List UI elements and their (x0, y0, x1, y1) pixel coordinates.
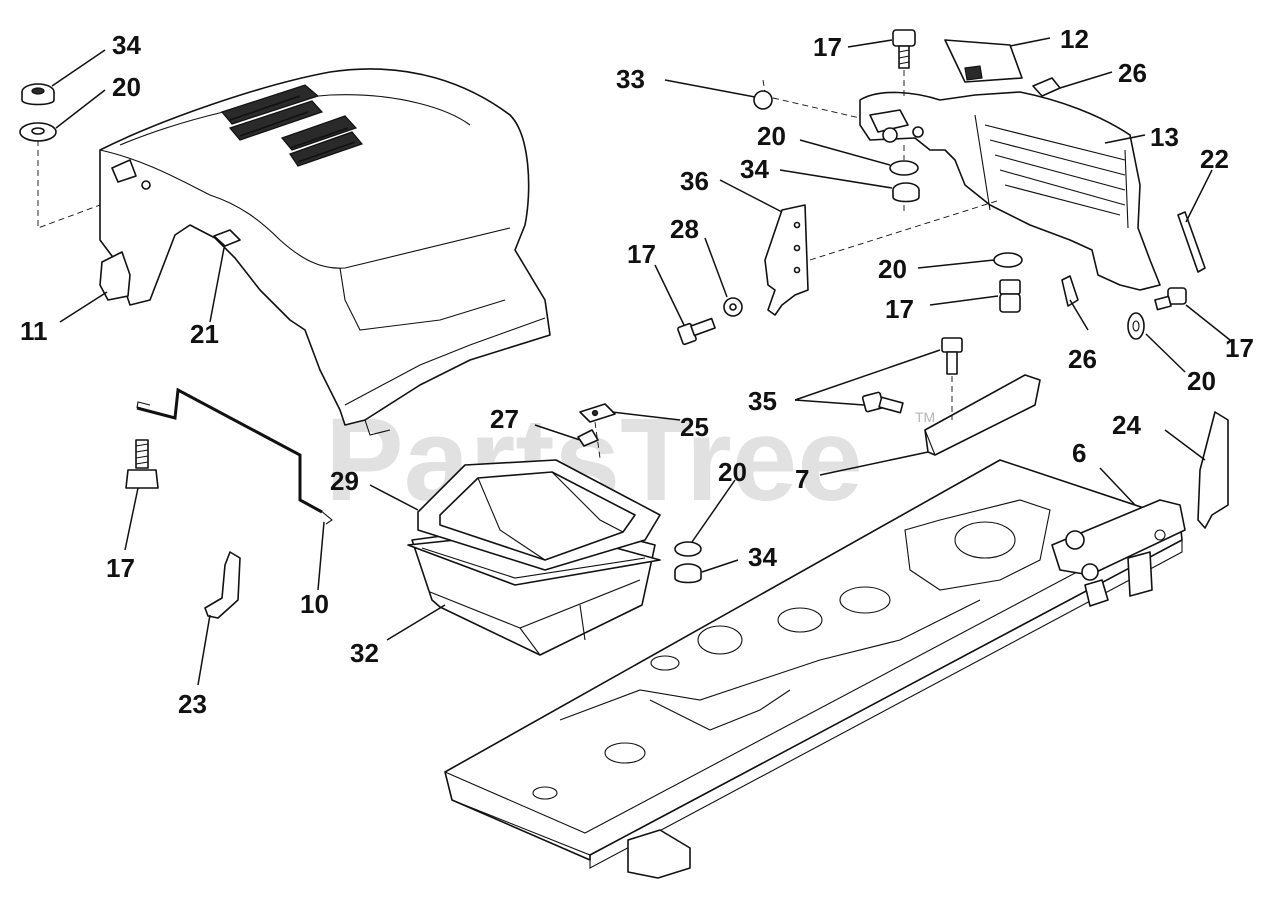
wing-nut (577, 429, 599, 447)
callout-26: 26 (1118, 58, 1147, 88)
hood-vent-grille (220, 84, 364, 167)
hex-bolt (941, 337, 963, 375)
main-frame (444, 459, 1183, 879)
side-panel (1177, 211, 1206, 273)
hex-bolt (861, 391, 904, 414)
cover-plate (944, 39, 1023, 83)
callout-17: 17 (885, 294, 914, 324)
callout-17: 17 (106, 553, 135, 583)
star-washer (723, 297, 743, 317)
callout-7: 7 (795, 464, 809, 494)
callout-20: 20 (112, 72, 141, 102)
battery-frame (417, 459, 661, 571)
callout-36: 36 (680, 166, 709, 196)
strap-bracket (204, 551, 241, 619)
spring-clip (1032, 77, 1061, 97)
frame-bracket (1051, 499, 1186, 581)
dash-panel (859, 91, 1161, 291)
callout-27: 27 (490, 404, 519, 434)
callout-34: 34 (112, 30, 141, 60)
hex-bolt (677, 317, 716, 346)
callout-17: 17 (627, 239, 656, 269)
angle-bracket (924, 374, 1041, 456)
callout-21: 21 (190, 319, 219, 349)
callout-20: 20 (757, 121, 786, 151)
support-rod (136, 387, 333, 525)
callout-26: 26 (1068, 344, 1097, 374)
hex-bolt (125, 439, 159, 489)
callout-24: 24 (1112, 410, 1141, 440)
callout-28: 28 (670, 214, 699, 244)
watermark-trademark: TM (915, 409, 935, 425)
mounting-bracket (764, 204, 809, 316)
callout-11: 11 (20, 316, 48, 346)
callout-13: 13 (1150, 122, 1179, 152)
callout-17: 17 (813, 32, 842, 62)
hood-assembly (99, 68, 551, 436)
callout-20: 20 (718, 457, 747, 487)
callout-20: 20 (1187, 366, 1216, 396)
hex-bolt (892, 29, 916, 69)
callout-34: 34 (740, 154, 769, 184)
flat-washer (19, 122, 57, 142)
callout-12: 12 (1060, 24, 1089, 54)
flat-washer (1127, 312, 1145, 340)
hood-latch-bracket (99, 251, 131, 301)
leader-lines (51, 37, 1231, 686)
hood-bumper (213, 229, 241, 247)
callout-22: 22 (1200, 144, 1229, 174)
callout-17: 17 (1225, 333, 1254, 363)
hex-nut (21, 83, 55, 106)
callout-33: 33 (616, 64, 645, 94)
spring-clip (1061, 275, 1079, 307)
hex-bolt (999, 279, 1021, 313)
callout-32: 32 (350, 638, 379, 668)
callout-35: 35 (748, 386, 777, 416)
hex-nut (892, 182, 920, 203)
callout-25: 25 (680, 412, 709, 442)
callout-23: 23 (178, 689, 207, 719)
callout-6: 6 (1072, 438, 1086, 468)
plug (753, 90, 773, 110)
callout-29: 29 (330, 466, 359, 496)
flat-washer (993, 252, 1023, 268)
callout-10: 10 (300, 589, 329, 619)
retaining-clip (579, 403, 616, 459)
callout-34: 34 (748, 542, 777, 572)
flat-washer (889, 160, 919, 176)
hex-bolt (1154, 287, 1187, 311)
callout-labels: 34 20 11 21 17 12 26 33 13 22 20 34 36 2… (20, 24, 1254, 719)
callout-20: 20 (878, 254, 907, 284)
hex-nut (674, 563, 702, 584)
flat-washer (674, 541, 702, 557)
side-plate (1197, 411, 1229, 529)
